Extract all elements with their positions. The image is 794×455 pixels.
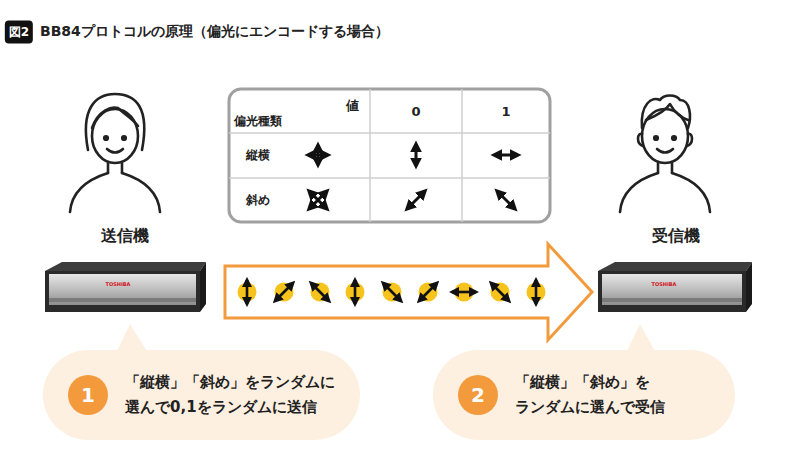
table-row-label: 斜め [246,192,270,209]
polarization-arrow [497,191,515,209]
sender-person [70,94,160,212]
photon-dot [419,283,438,302]
sender-server-part [45,262,206,271]
step-number-text: 2 [471,383,485,407]
sender-server-part [200,262,206,312]
receiver-server-part [602,298,742,302]
polarization-arrow [535,280,538,304]
table-header: 偏光種類 [234,113,282,130]
polarization-arrow [246,280,249,304]
receiver-person-part [654,136,658,140]
table-header: 0 [411,104,420,119]
receiver-server-part [598,262,752,271]
polarization-arrow [354,280,357,304]
polarization-table-part [229,89,550,222]
receiver-person-part [657,149,673,153]
receiver-server-part [746,262,752,312]
receiver-person-part [620,173,710,212]
receiver-person-part [642,96,690,129]
polarization-arrow [494,154,518,157]
polarization-table [229,89,550,222]
photon-dot [491,283,510,302]
receiver-person-part [672,136,676,140]
polarization-arrow [452,291,476,294]
sender-server-part [49,274,196,305]
bubble-text: 「縦横」「斜め」を ランダムに選んで受信 [515,370,735,420]
sender-person-part [70,173,160,212]
brand-logo: TOSHIBA [106,281,131,287]
polarization-table-part [461,89,463,222]
sender-person-part [122,136,126,140]
polarization-arrow [275,283,293,301]
polarization-table-part [229,132,550,134]
step-number: 2 [458,375,498,415]
polarization-arrow [308,154,328,157]
receiver-device: 受信機 [598,226,753,314]
polarization-arrow [407,191,425,209]
sender-person-part [104,136,108,140]
photon [238,280,546,304]
bubble-tail [116,324,148,353]
receiver-server-part [602,274,742,305]
polarization-table-part [369,89,371,222]
table-header: 値 [346,97,359,115]
device-label: 受信機 [598,226,753,247]
receiver-person-part [646,104,688,120]
table-header: 1 [501,104,510,119]
bubble-tail [626,324,656,353]
polarization-arrow [491,283,509,301]
figure-badge: 図2 [5,21,33,44]
device-label: 送信機 [45,226,205,247]
receiver-person-part [638,134,692,146]
photon-dot [311,283,330,302]
bubble-text: 「縦横」「斜め」をランダムに 選んで0,1をランダムに送信 [125,370,360,420]
sender-person-part [107,149,123,153]
polarization-arrow [309,191,327,209]
sender-server-part [45,271,200,312]
speech-bubble: 「縦横」「斜め」を ランダムに選んで受信 2 [433,350,735,440]
polarization-table-part [229,177,550,179]
speech-bubble: 「縦横」「斜め」をランダムに 選んで0,1をランダムに送信 1 [43,350,360,440]
brand-logo: TOSHIBA [652,281,677,287]
receiver-server [598,262,752,312]
receiver-server-part [598,271,746,312]
polarization-arrow [419,283,437,301]
table-row-label: 縦横 [246,147,270,164]
receiver-person-part [658,162,672,173]
sender-device: 送信機 [45,226,205,314]
diagram-title: BB84プロトコルの原理（偏光にエンコードする場合） [40,23,389,41]
polarization-arrow [309,191,327,209]
polarization-symbol [308,144,518,209]
sender-person-part [92,108,138,128]
receiver-person [620,96,710,213]
polarization-arrow [415,144,418,166]
photon-dot [383,283,402,302]
step-number: 1 [68,375,108,415]
polarization-arrow [311,283,329,301]
polarization-arrow [383,283,401,301]
photon-dot [275,283,294,302]
sender-server-part [49,298,196,302]
channel-arrow [225,244,592,340]
sender-person-part [108,162,122,173]
sender-server [45,262,206,312]
step-number-text: 1 [81,383,95,407]
